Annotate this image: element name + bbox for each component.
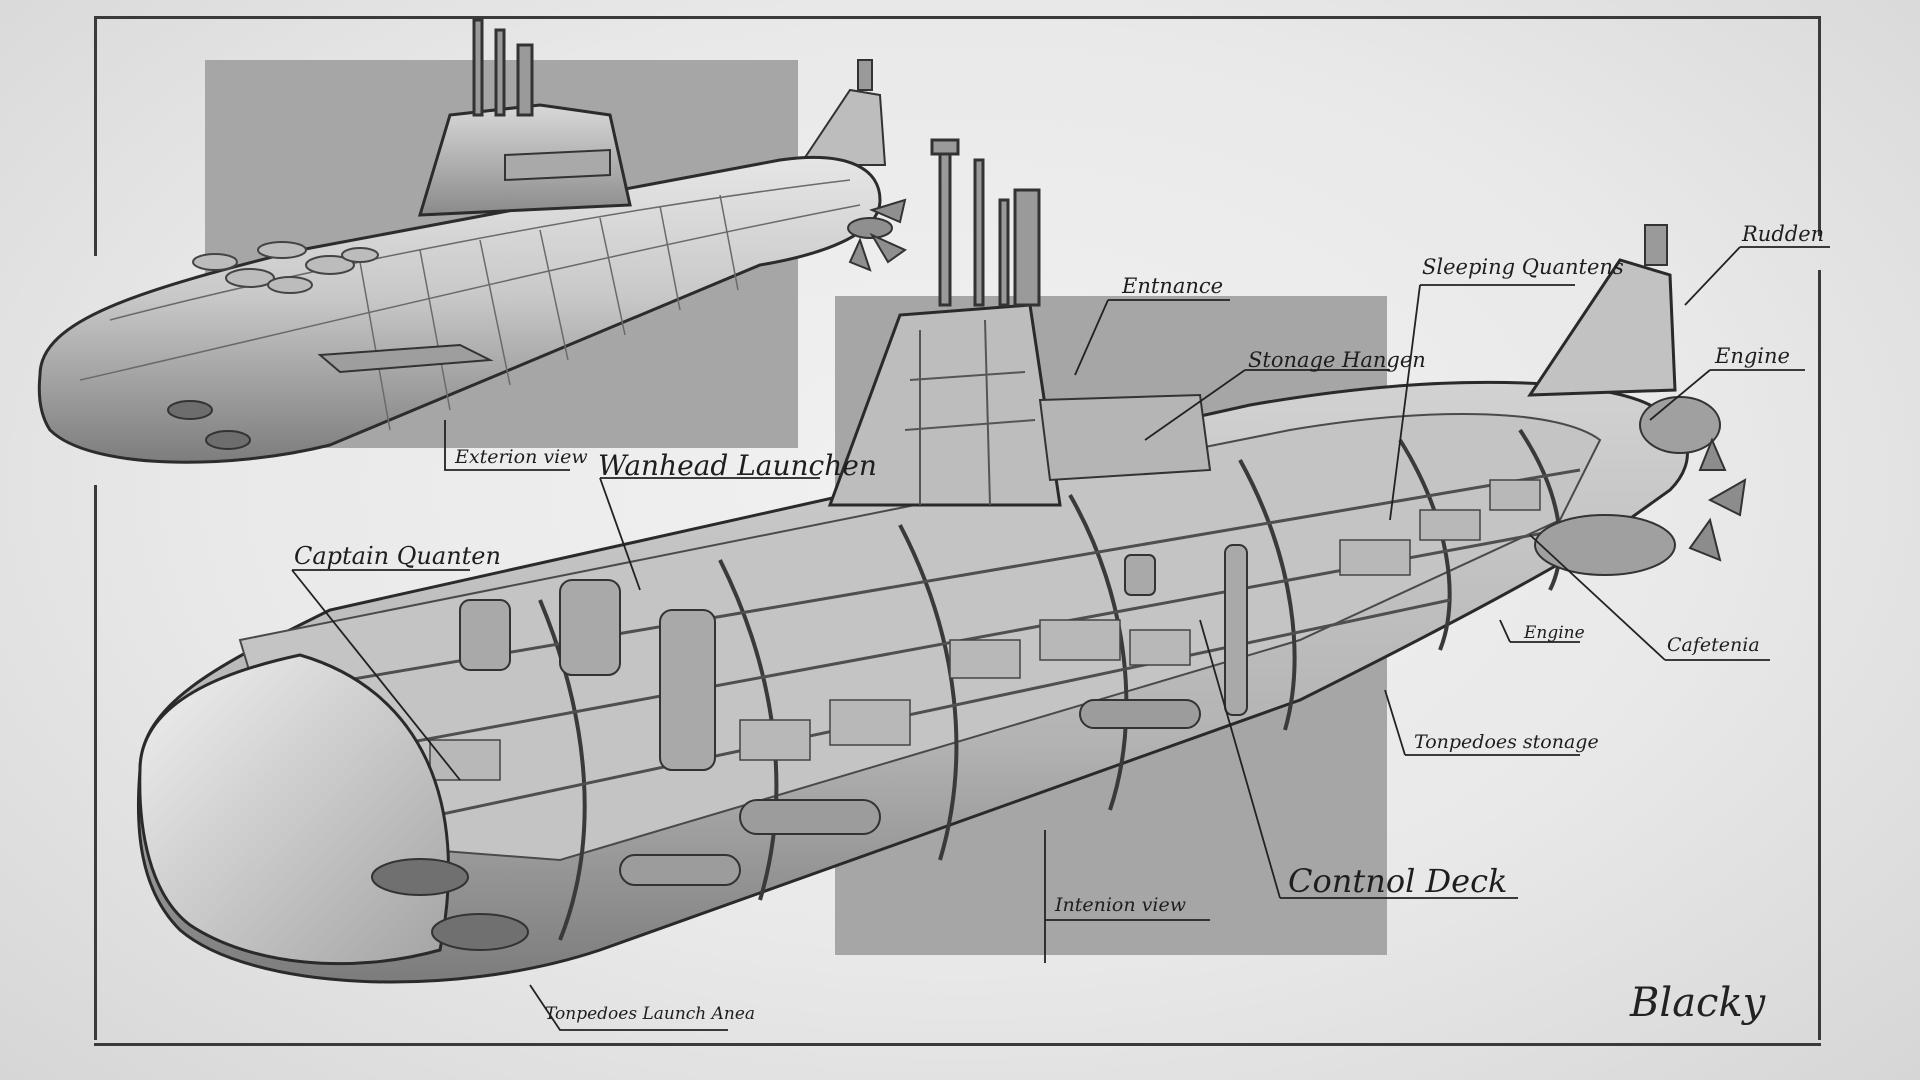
label-captain-quarter: Captain Quanten — [294, 542, 501, 570]
artist-signature: Blacky — [1630, 980, 1766, 1026]
label-rudder: Rudden — [1742, 222, 1825, 246]
frame-right-upper — [1818, 16, 1821, 236]
label-interior-view: Intenion view — [1055, 894, 1186, 916]
label-warhead-launcher: Wanhead Launchen — [598, 449, 877, 482]
frame-left-upper — [94, 16, 97, 256]
frame-left-lower — [94, 485, 97, 1040]
frame-right-lower — [1818, 270, 1821, 1040]
label-storage-hangar: Stonage Hangen — [1248, 348, 1426, 372]
sheet-frame — [94, 16, 1821, 1046]
label-control-deck: Contnol Deck — [1288, 862, 1508, 900]
label-exterior-view: Exterion view — [455, 446, 588, 468]
label-sleeping-quarters: Sleeping Quantens — [1422, 255, 1624, 279]
label-engine-top: Engine — [1715, 344, 1790, 368]
label-entrance: Entnance — [1122, 274, 1224, 298]
label-torpedoes-launch-area: Tonpedoes Launch Anea — [545, 1004, 756, 1024]
label-torpedoes-storage: Tonpedoes stonage — [1414, 731, 1599, 753]
label-cafeteria: Cafetenia — [1667, 634, 1760, 656]
label-engine-bottom: Engine — [1524, 623, 1585, 643]
